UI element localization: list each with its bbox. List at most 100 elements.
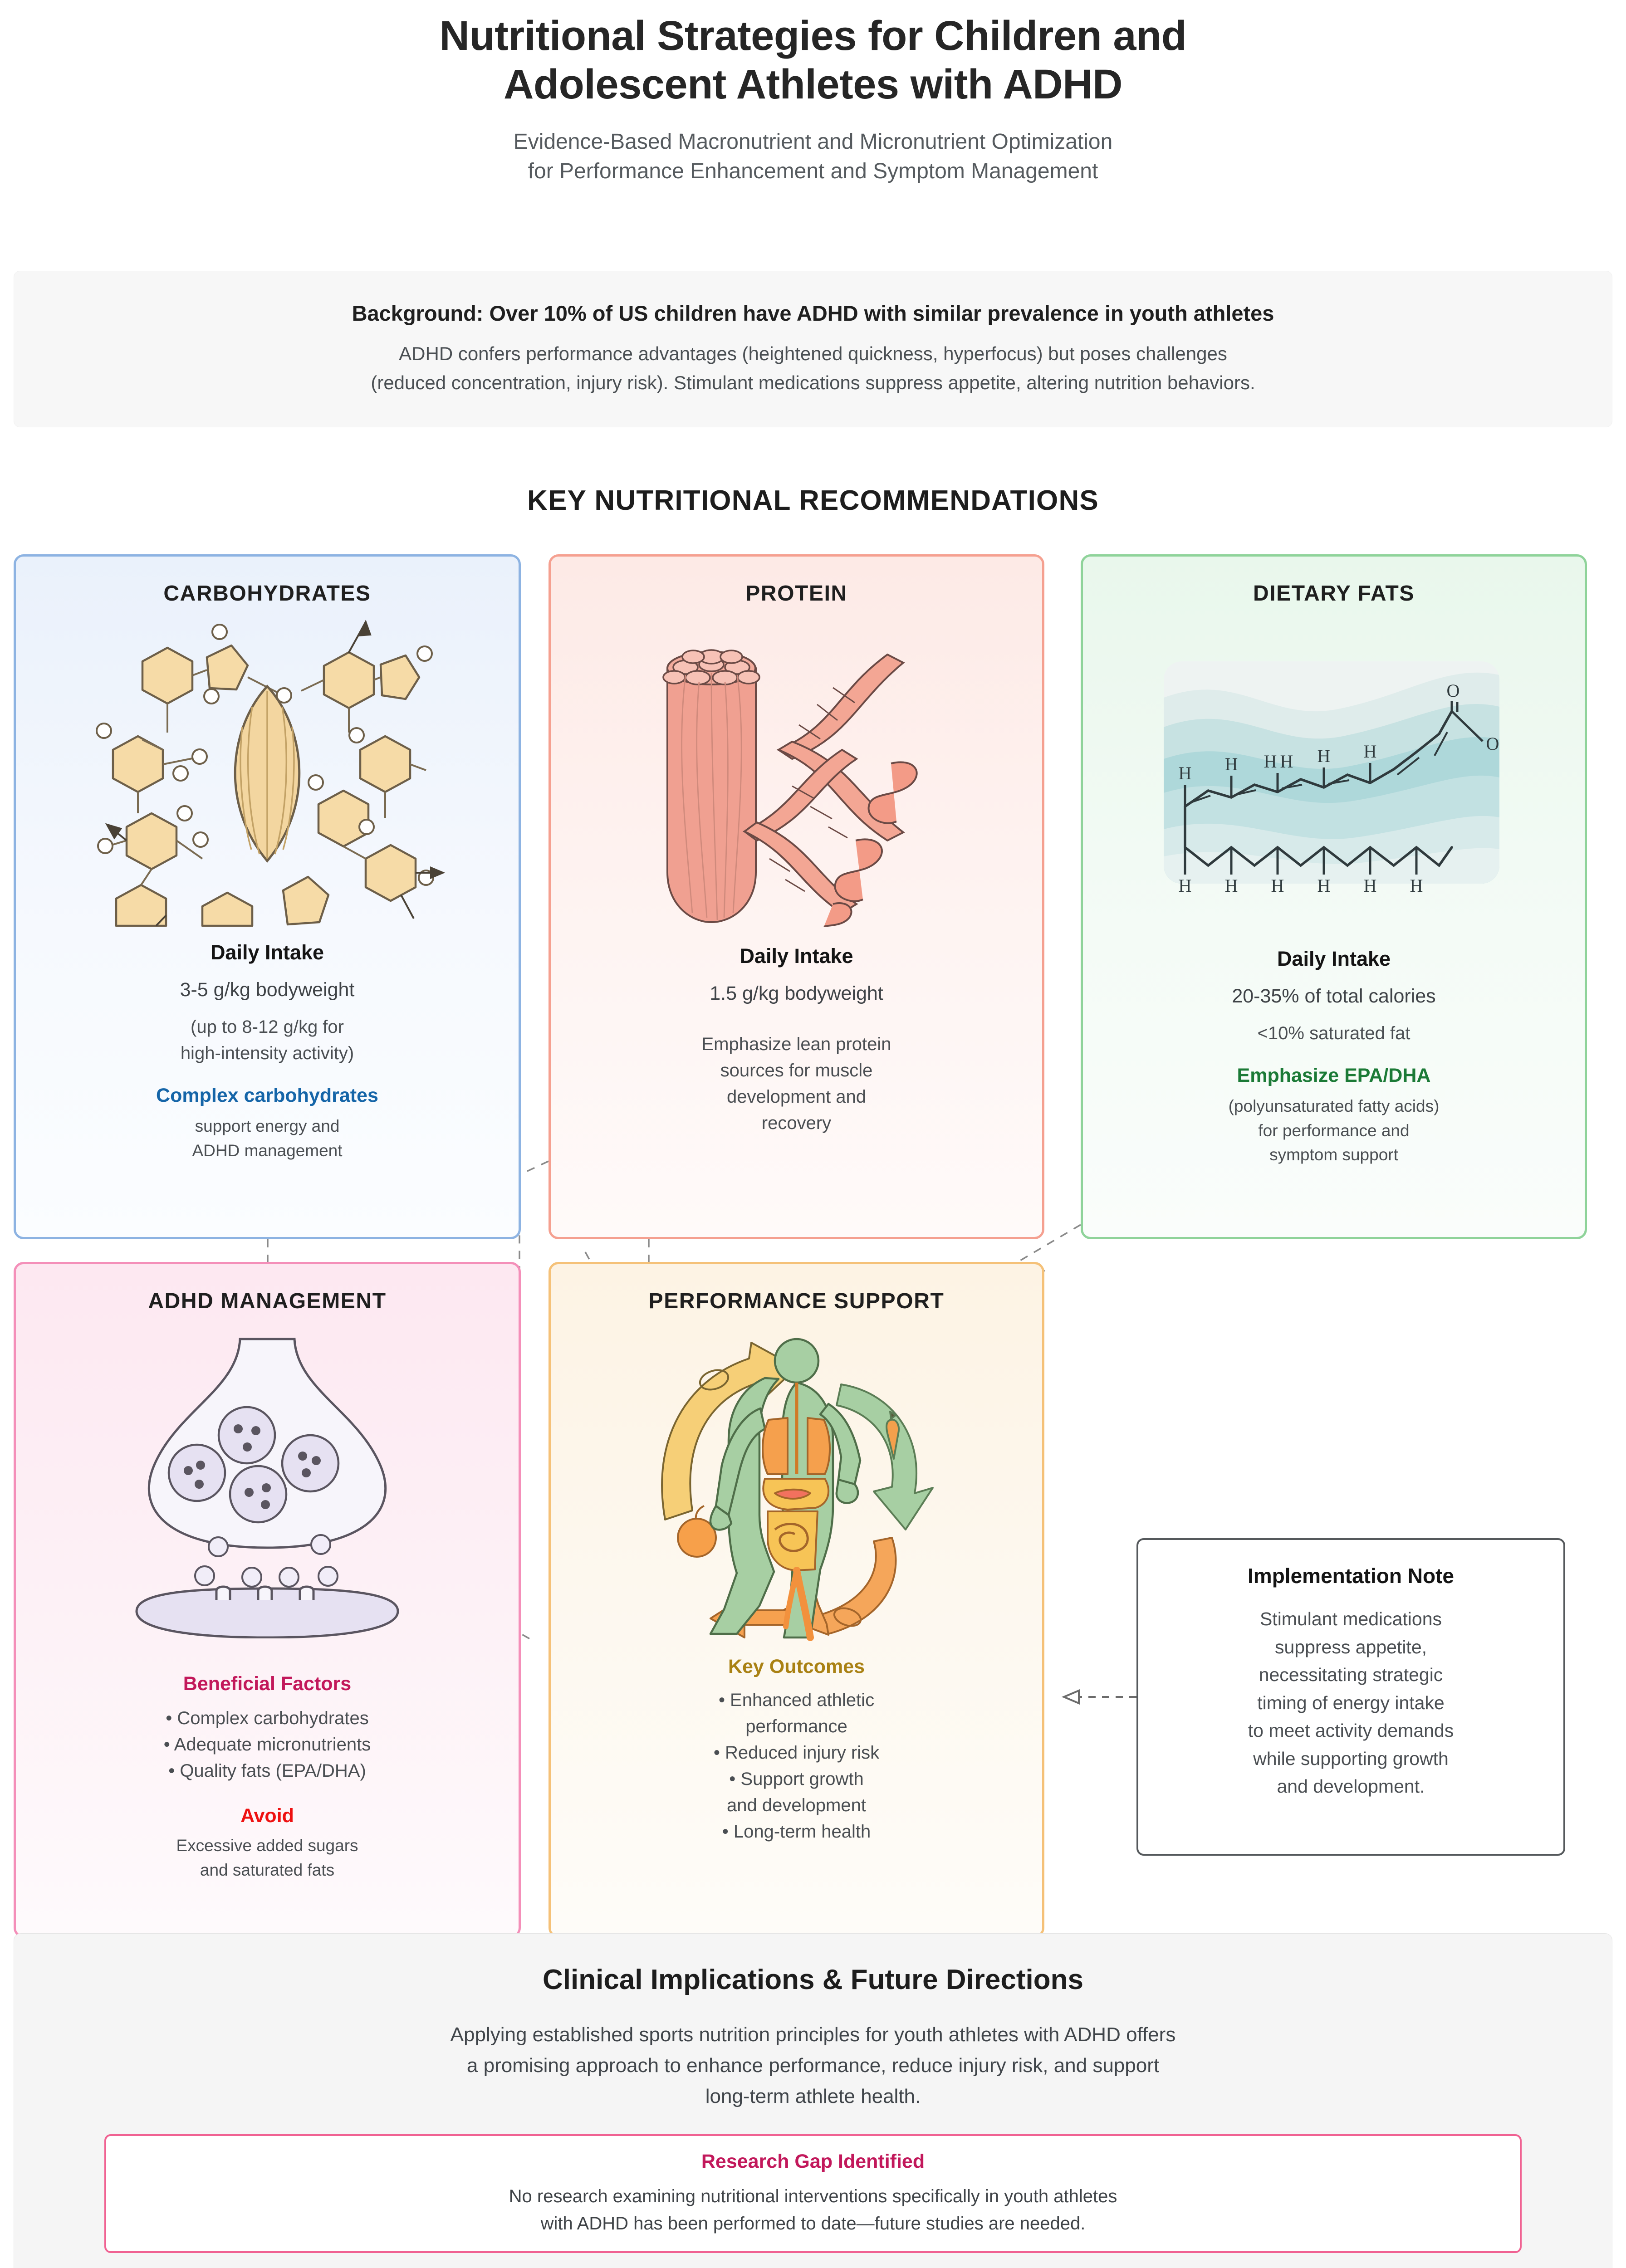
- background-body-line2: (reduced concentration, injury risk). St…: [371, 372, 1255, 393]
- protein-body-line2: sources for muscle: [720, 1061, 873, 1081]
- adhd-avoid-body: Excessive added sugars and saturated fat…: [36, 1833, 499, 1882]
- title-block: Nutritional Strategies for Children and …: [0, 0, 1626, 186]
- impl-line5: to meet activity demands: [1248, 1720, 1454, 1741]
- fats-accent-body-line1: (polyunsaturated fatty acids): [1228, 1097, 1440, 1116]
- research-gap-body: No research examining nutritional interv…: [509, 2183, 1117, 2237]
- synapse-icon: [16, 1330, 519, 1643]
- card-performance-support-title: PERFORMANCE SUPPORT: [648, 1289, 945, 1313]
- card-protein[interactable]: PROTEIN: [549, 554, 1044, 1239]
- atom-label-o: O: [1447, 680, 1460, 701]
- background-headline: Background: Over 10% of US children have…: [352, 301, 1274, 326]
- background-body: ADHD confers performance advantages (hei…: [371, 339, 1255, 397]
- atom-label-h: H: [1179, 875, 1192, 896]
- atom-label-h: H: [1364, 741, 1377, 762]
- card-performance-support[interactable]: PERFORMANCE SUPPORT: [549, 1262, 1044, 1938]
- atom-label-o: O: [1486, 733, 1499, 754]
- adhd-accent-head: Beneficial Factors: [183, 1673, 352, 1695]
- background-body-line1: ADHD confers performance advantages (hei…: [399, 343, 1227, 365]
- page-title: Nutritional Strategies for Children and …: [0, 12, 1626, 108]
- perf-accent-head: Key Outcomes: [728, 1656, 865, 1677]
- perf-bullet: and development: [727, 1795, 866, 1815]
- card-carbohydrates[interactable]: CARBOHYDRATES: [14, 554, 521, 1239]
- page-subtitle-line2: for Performance Enhancement and Symptom …: [528, 159, 1098, 184]
- atom-label-h: H: [1410, 875, 1423, 896]
- protein-body-line1: Emphasize lean protein: [701, 1034, 891, 1055]
- fats-accent-body: (polyunsaturated fatty acids) for perfor…: [1103, 1094, 1565, 1167]
- impl-line6: while supporting growth: [1253, 1748, 1449, 1769]
- carbs-accent-body: support energy and ADHD management: [36, 1114, 499, 1163]
- card-performance-support-text: Key Outcomes • Enhanced athletic perform…: [551, 1656, 1042, 1845]
- atom-label-h: H: [1179, 763, 1192, 783]
- impl-line2: suppress appetite,: [1274, 1636, 1427, 1657]
- implementation-note-body: Stimulant medications suppress appetite,…: [1248, 1605, 1454, 1801]
- page-subtitle: Evidence-Based Macronutrient and Micronu…: [0, 127, 1626, 186]
- card-carbohydrates-text: Daily Intake 3-5 g/kg bodyweight (up to …: [16, 941, 519, 1163]
- atom-label-h: H: [1271, 875, 1284, 896]
- impl-line1: Stimulant medications: [1259, 1608, 1442, 1629]
- page-title-line2: Adolescent Athletes with ADHD: [504, 61, 1122, 108]
- card-protein-title: PROTEIN: [745, 582, 847, 606]
- impl-note-arrow: [1061, 1689, 1136, 1705]
- perf-bullet: • Long-term health: [722, 1822, 871, 1842]
- protein-intake-label: Daily Intake: [740, 944, 853, 968]
- card-protein-text: Daily Intake 1.5 g/kg bodyweight Emphasi…: [551, 944, 1042, 1136]
- muscle-dna-icon: [551, 611, 1042, 929]
- section-header: KEY NUTRITIONAL RECOMMENDATIONS: [527, 485, 1099, 516]
- implementation-note-title: Implementation Note: [1248, 1564, 1454, 1588]
- clinical-implications-body: Applying established sports nutrition pr…: [451, 2019, 1176, 2112]
- atom-label-h: H: [1225, 875, 1238, 896]
- running-body-icon: [551, 1325, 1042, 1642]
- carbs-intake-label: Daily Intake: [210, 941, 324, 964]
- research-gap-line2: with ADHD has been performed to date—fut…: [540, 2213, 1086, 2234]
- fats-intake-note: <10% saturated fat: [1257, 1023, 1411, 1044]
- perf-bullet: • Enhanced athletic: [718, 1690, 875, 1710]
- clinical-body-line1: Applying established sports nutrition pr…: [450, 2024, 1176, 2046]
- protein-body: Emphasize lean protein sources for muscl…: [571, 1031, 1022, 1136]
- impl-line7: and development.: [1277, 1776, 1425, 1797]
- carbs-accent-head: Complex carbohydrates: [156, 1085, 378, 1107]
- page-title-line1: Nutritional Strategies for Children and: [439, 13, 1187, 59]
- perf-bullet: • Reduced injury risk: [713, 1743, 880, 1763]
- impl-line3: necessitating strategic: [1259, 1664, 1443, 1685]
- fats-accent-head: Emphasize EPA/DHA: [1237, 1065, 1431, 1087]
- adhd-avoid-line2: and saturated fats: [200, 1860, 335, 1879]
- atom-label-h: H: [1264, 751, 1277, 772]
- research-gap-title: Research Gap Identified: [701, 2150, 925, 2172]
- atom-label-h: H: [1317, 746, 1331, 766]
- grain-molecule-icon: [16, 611, 519, 929]
- impl-line4: timing of energy intake: [1257, 1692, 1445, 1713]
- protein-body-line4: recovery: [761, 1113, 832, 1134]
- carbs-accent-body-line2: ADHD management: [192, 1141, 343, 1160]
- fats-accent-body-line3: symptom support: [1269, 1145, 1398, 1164]
- perf-bullets: • Enhanced athletic performance • Reduce…: [571, 1687, 1022, 1845]
- protein-intake-value: 1.5 g/kg bodyweight: [710, 982, 883, 1004]
- card-dietary-fats[interactable]: DIETARY FATS: [1081, 554, 1587, 1239]
- background-banner: Background: Over 10% of US children have…: [14, 271, 1612, 427]
- adhd-bullet: • Complex carbohydrates: [166, 1708, 369, 1728]
- card-adhd-management-text: Beneficial Factors • Complex carbohydrat…: [16, 1673, 519, 1882]
- carbs-intake-note-line1: (up to 8-12 g/kg for: [191, 1017, 344, 1037]
- clinical-body-line3: long-term athlete health.: [705, 2085, 921, 2108]
- fats-intake-value: 20-35% of total calories: [1232, 985, 1436, 1007]
- carbs-intake-note-line2: high-intensity activity): [180, 1043, 354, 1064]
- adhd-avoid-line1: Excessive added sugars: [176, 1836, 358, 1855]
- card-adhd-management-title: ADHD MANAGEMENT: [148, 1289, 387, 1313]
- atom-label-h: H: [1317, 875, 1331, 896]
- carbs-intake-note: (up to 8-12 g/kg for high-intensity acti…: [36, 1014, 499, 1066]
- atom-label-h: H: [1225, 754, 1238, 774]
- clinical-body-line2: a promising approach to enhance performa…: [466, 2054, 1160, 2077]
- perf-bullet: • Support growth: [729, 1769, 864, 1789]
- protein-body-line3: development and: [727, 1087, 866, 1107]
- perf-bullet: performance: [745, 1716, 847, 1736]
- card-dietary-fats-title: DIETARY FATS: [1253, 582, 1415, 606]
- adhd-bullet: • Adequate micronutrients: [163, 1735, 371, 1755]
- adhd-bullets: • Complex carbohydrates • Adequate micro…: [36, 1705, 499, 1784]
- clinical-implications-title: Clinical Implications & Future Direction…: [543, 1964, 1083, 1995]
- atom-label-h: H: [1364, 875, 1377, 896]
- card-dietary-fats-text: Daily Intake 20-35% of total calories <1…: [1083, 947, 1585, 1167]
- card-adhd-management[interactable]: ADHD MANAGEMENT: [14, 1262, 521, 1938]
- card-carbohydrates-title: CARBOHYDRATES: [163, 582, 371, 606]
- fats-accent-body-line2: for performance and: [1258, 1121, 1410, 1140]
- research-gap-box: Research Gap Identified No research exam…: [104, 2134, 1522, 2253]
